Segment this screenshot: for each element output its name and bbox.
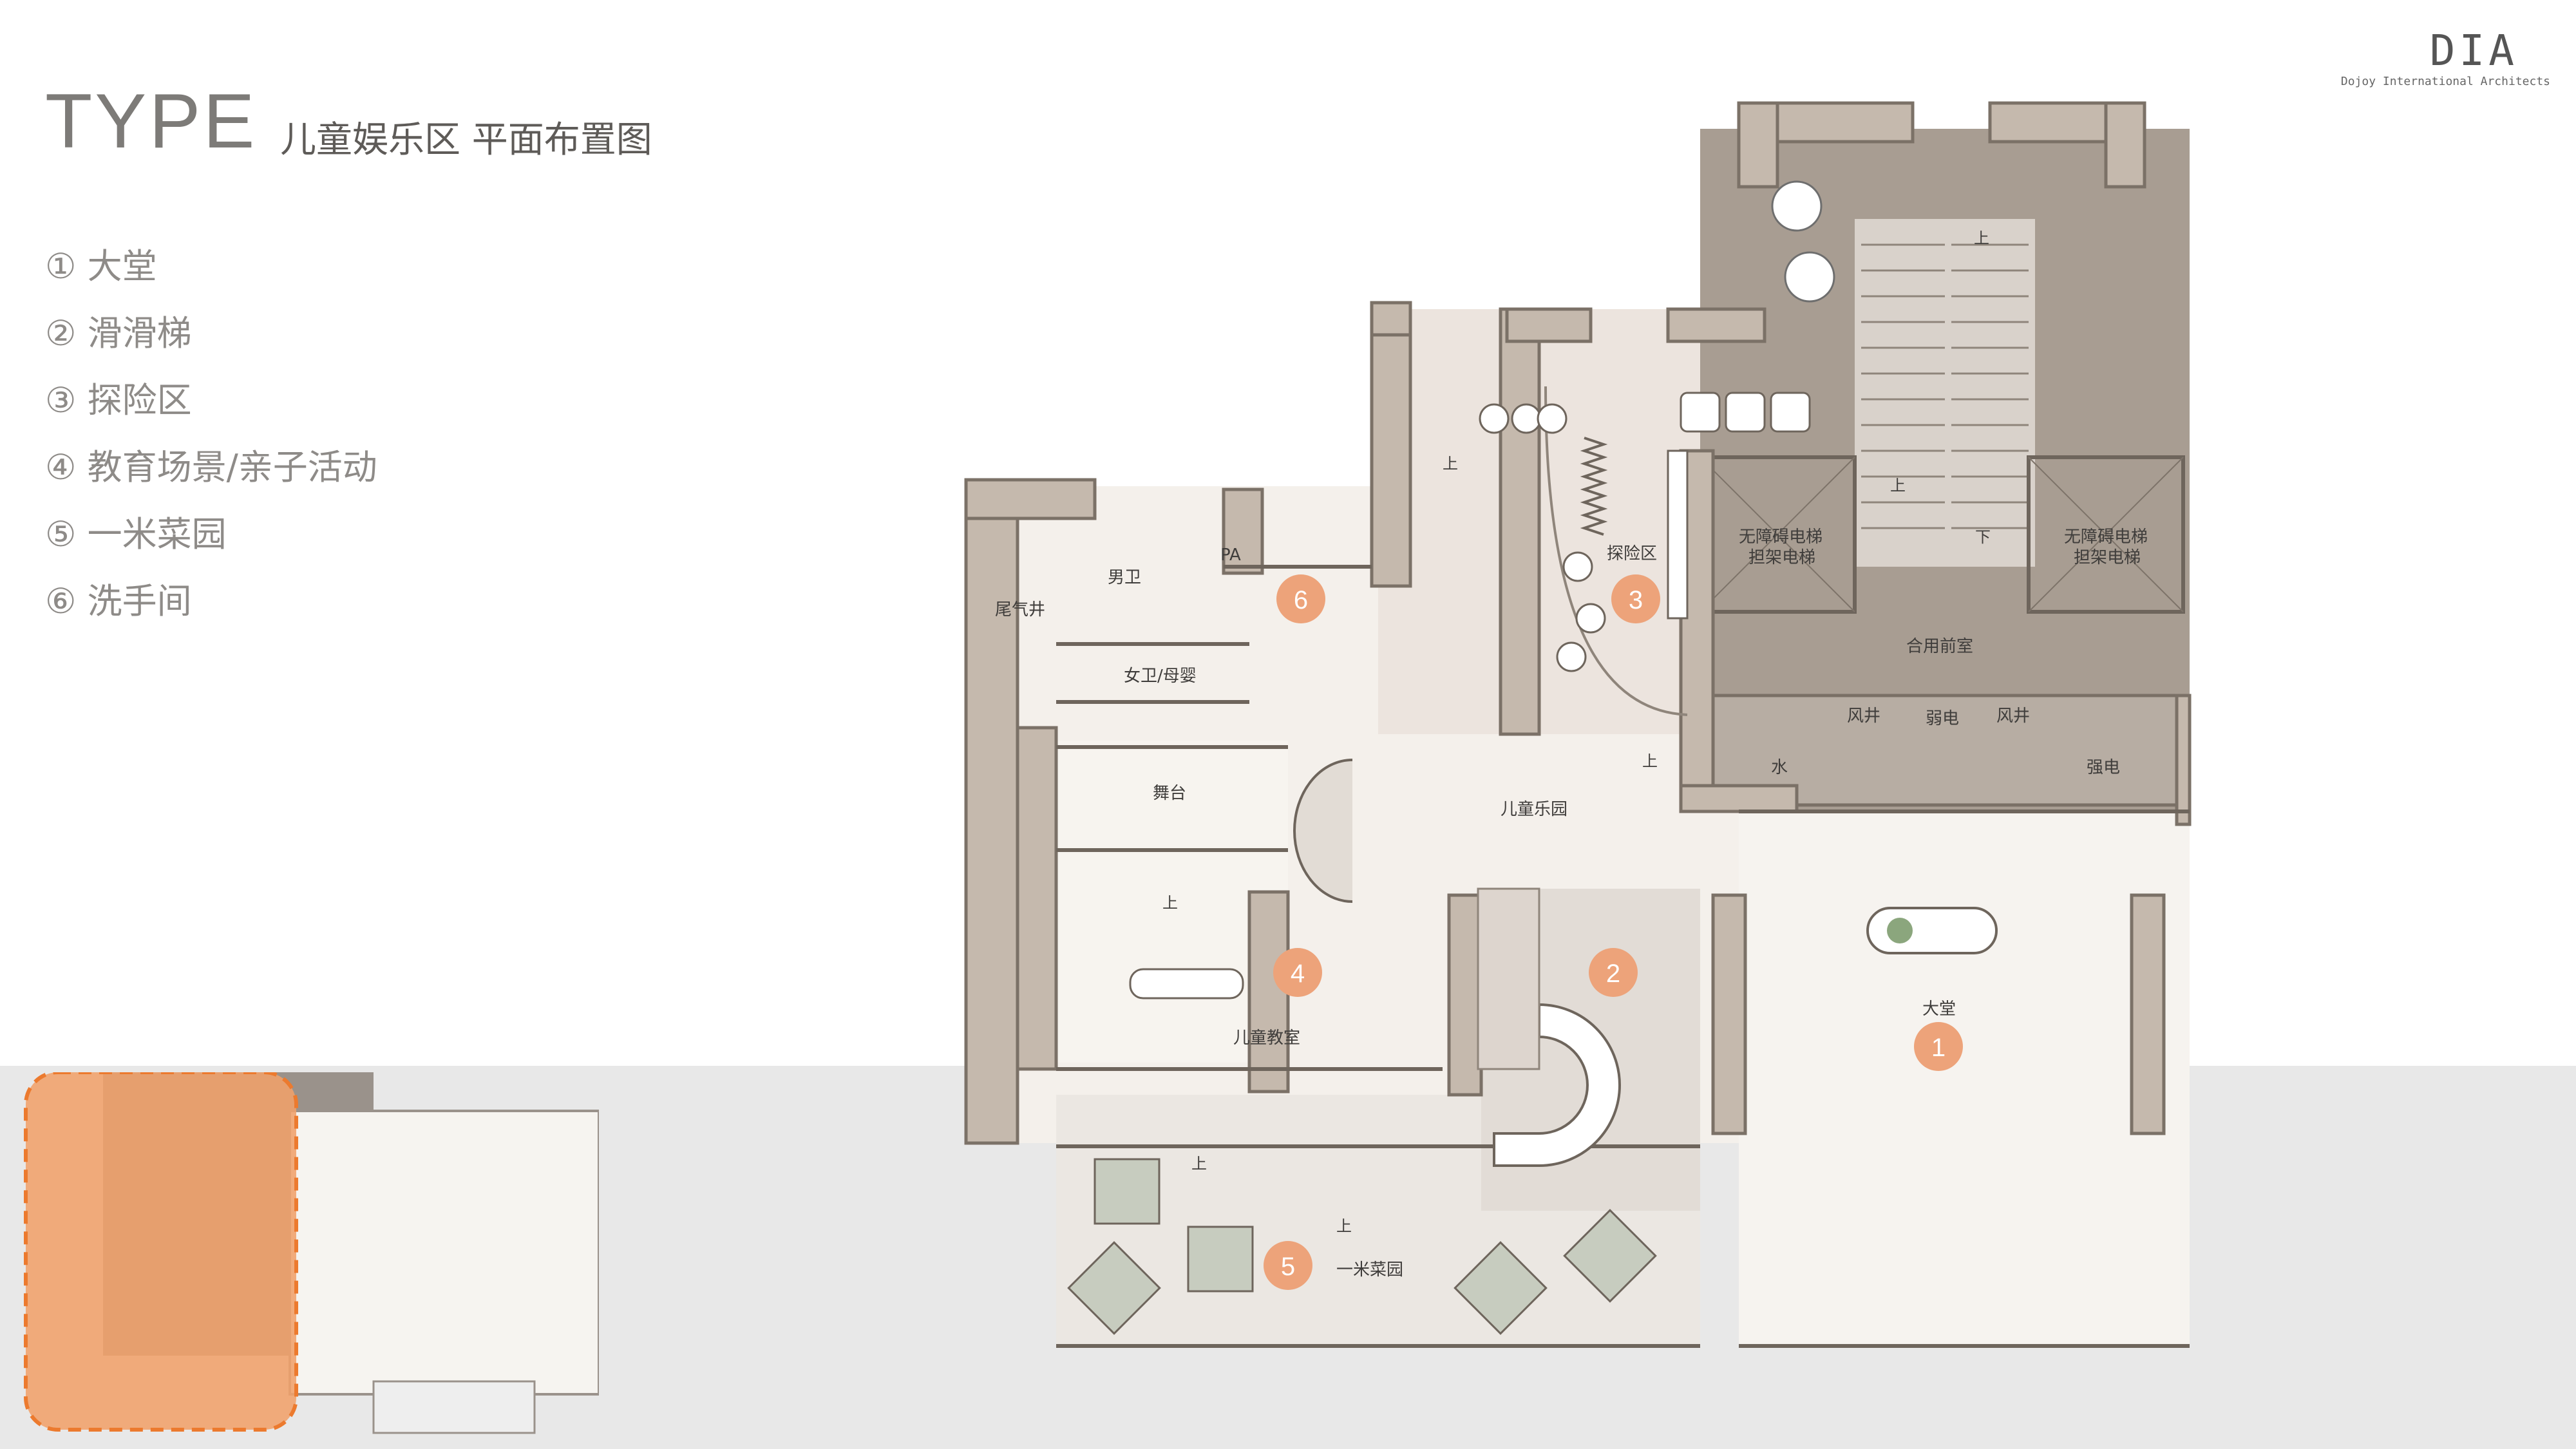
marker-4: 4	[1291, 960, 1305, 988]
key-plan-garden	[372, 1380, 536, 1434]
label-air-shaft-1: 风井	[1847, 706, 1880, 726]
marker-2: 2	[1606, 960, 1620, 988]
label-playground: 儿童乐园	[1501, 800, 1567, 819]
partitions	[1056, 565, 2190, 1348]
legend-item-washroom: ⑥ 洗手间	[45, 581, 192, 621]
label-garden: 一米菜园	[1336, 1260, 1403, 1280]
marker-6: 6	[1294, 586, 1308, 614]
stair-up-label-2: 上	[1642, 752, 1658, 770]
stage-arc	[1293, 759, 1353, 903]
label-adventure: 探险区	[1607, 544, 1657, 564]
stair-up-label-7: 上	[1890, 477, 1906, 495]
lobby-plant	[1887, 918, 1913, 943]
stair-treads	[1861, 243, 2029, 529]
stair-up-label-4: 上	[1191, 1155, 1207, 1173]
legend-item-adventure: ③ 探险区	[45, 380, 192, 421]
label-elevator-right-1: 无障碍电梯	[2064, 527, 2148, 547]
garden-planters	[1067, 1158, 1657, 1335]
number-markers	[1264, 574, 1963, 1290]
highlight-area	[24, 1072, 298, 1432]
label-lobby: 大堂	[1922, 999, 1956, 1019]
tree-2	[1784, 251, 1835, 303]
classroom-table	[1129, 968, 1244, 999]
label-air-shaft-2: 风井	[1996, 706, 2030, 726]
stair-up-label-6: 上	[1974, 229, 1989, 247]
elevator-right	[2027, 455, 2185, 614]
label-strong-elec: 强电	[2087, 758, 2120, 777]
label-exhaust: 尾气井	[995, 600, 1045, 620]
marker-3: 3	[1629, 586, 1643, 614]
marker-5: 5	[1281, 1253, 1295, 1281]
stair-up-label-3: 上	[1162, 894, 1178, 912]
label-classroom: 儿童教室	[1233, 1028, 1300, 1048]
adventure-wave	[1580, 437, 1608, 536]
key-plan-thumbnail	[24, 1072, 599, 1434]
type-heading: TYPE	[45, 78, 258, 164]
label-pa: PA	[1220, 545, 1241, 565]
logo-text: Dojoy International Architects	[2340, 75, 2550, 88]
plan-subtitle: 儿童娱乐区 平面布置图	[280, 119, 652, 161]
marker-1: 1	[1931, 1034, 1946, 1062]
label-weak-elec: 弱电	[1926, 709, 1959, 728]
legend-item-lobby: ① 大堂	[45, 246, 157, 287]
label-water: 水	[1771, 758, 1788, 777]
slide	[1493, 1003, 1621, 1167]
key-plan-lobby	[289, 1110, 599, 1396]
label-anteroom: 合用前室	[1906, 637, 1973, 656]
company-logo: DIA Dojoy International Architects	[2293, 26, 2550, 97]
legend-item-education: ④ 教育场景/亲子活动	[45, 447, 377, 488]
label-stage: 舞台	[1153, 784, 1186, 803]
legend-item-garden: ⑤ 一米菜园	[45, 514, 227, 554]
walls	[964, 101, 2192, 1145]
logo-mark: DIA	[2429, 26, 2518, 75]
label-elevator-left-2: 担架电梯	[1748, 548, 1815, 567]
elevator-left-cross-2	[1700, 457, 1855, 612]
label-womens-wc: 女卫/母婴	[1124, 667, 1197, 686]
elevator-right-cross-2	[2028, 457, 2184, 612]
label-elevator-right-2: 担架电梯	[2074, 548, 2141, 567]
tree-1	[1771, 180, 1823, 232]
marker-numbers: 1 2 3 4 5 6	[1281, 586, 1946, 1281]
stair-up-label-5: 上	[1336, 1217, 1352, 1235]
label-mens-wc: 男卫	[1108, 568, 1141, 587]
stair-up-label-1: 上	[1443, 455, 1458, 473]
staircase	[1855, 219, 2035, 567]
lobby-floor	[1739, 811, 2190, 1346]
adventure-play-modules	[1479, 392, 1811, 672]
legend-item-slide: ② 滑滑梯	[45, 313, 192, 354]
stair-down-label: 下	[1975, 528, 1991, 546]
label-elevator-left-1: 无障碍电梯	[1739, 527, 1823, 547]
slide-ramp	[1477, 887, 1540, 1070]
